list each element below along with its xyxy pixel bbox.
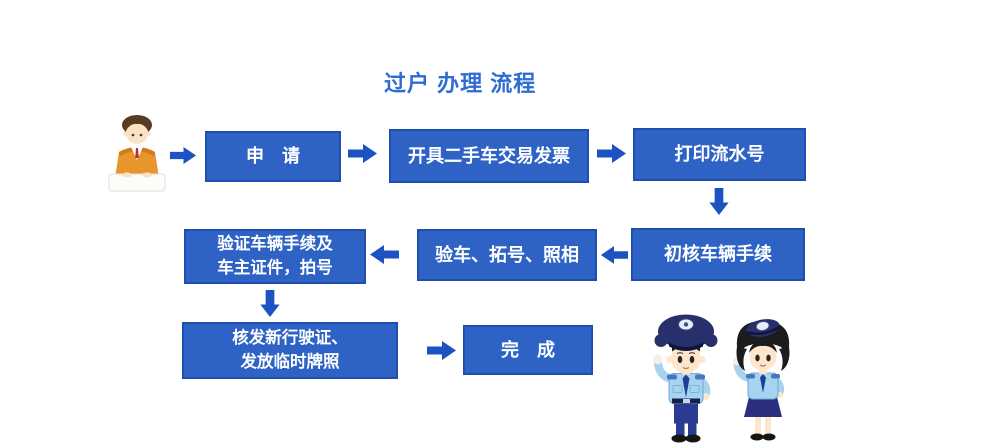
flow-step-complete: 完 成	[463, 325, 593, 375]
female-police-officer-saluting-icon	[727, 315, 799, 443]
person-at-desk-icon	[108, 112, 166, 196]
flow-step-initial-check-label: 初核车辆手续	[664, 244, 772, 265]
flow-step-invoice-label: 开具二手车交易发票	[408, 145, 570, 166]
flow-step-issue-license-line2: 发放临时牌照	[240, 352, 340, 371]
flow-step-initial-check: 初核车辆手续	[631, 228, 805, 281]
flow-step-verify-docs-line2: 车主证件，拍号	[217, 258, 333, 277]
arrow-down-icon	[259, 290, 281, 318]
arrow-right-icon	[170, 146, 197, 165]
flow-step-inspection-label: 验车、拓号、照相	[435, 244, 579, 265]
flow-step-issue-license: 核发新行驶证、 发放临时牌照	[182, 322, 398, 379]
male-police-officer-saluting-icon	[646, 309, 726, 444]
flow-step-print-serial-label: 打印流水号	[674, 144, 765, 165]
flow-step-apply: 申 请	[205, 131, 341, 182]
arrow-down-icon	[708, 188, 730, 216]
flow-step-verify-docs: 验证车辆手续及 车主证件，拍号	[184, 229, 366, 284]
flow-step-apply-label: 申 请	[246, 146, 300, 167]
arrow-right-icon	[348, 143, 378, 164]
arrow-left-icon	[600, 245, 628, 265]
flow-step-print-serial: 打印流水号	[633, 128, 806, 181]
flow-step-issue-license-line1: 核发新行驶证、	[232, 329, 348, 348]
arrow-right-icon	[427, 340, 457, 361]
flow-step-inspection: 验车、拓号、照相	[417, 229, 597, 281]
flow-step-verify-docs-line1: 验证车辆手续及	[217, 235, 333, 254]
flow-step-invoice: 开具二手车交易发票	[389, 129, 589, 183]
arrow-right-icon	[597, 143, 627, 164]
page-title: 过户 办理 流程	[384, 71, 537, 96]
arrow-left-icon	[369, 244, 399, 265]
flow-step-complete-label: 完 成	[501, 339, 555, 360]
